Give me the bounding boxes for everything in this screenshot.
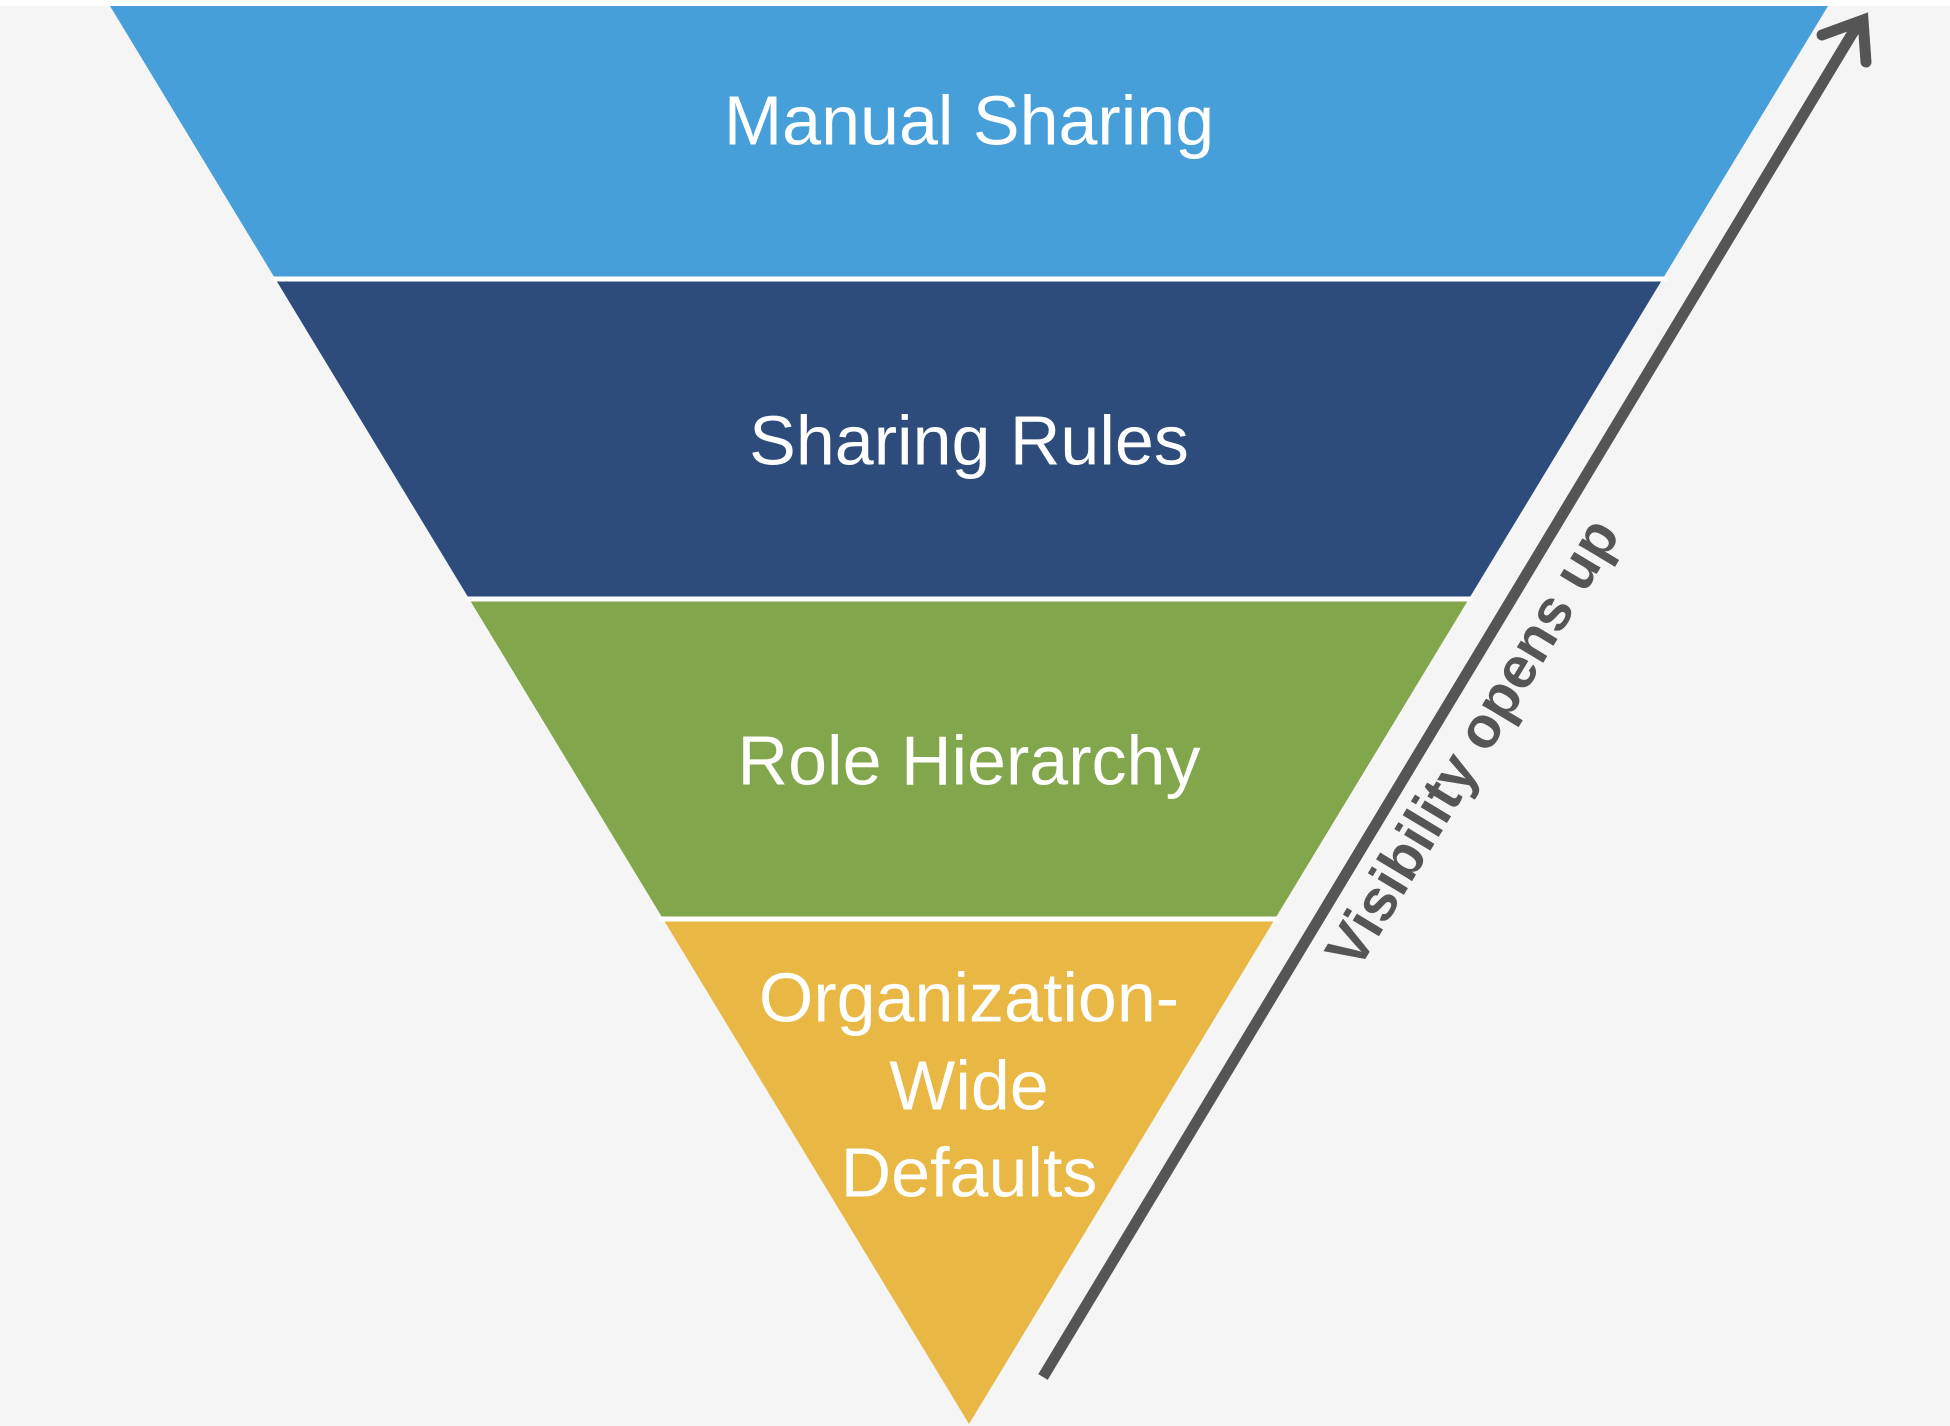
funnel-layer-label: Wide (889, 1046, 1048, 1124)
funnel-layer: Manual Sharing (110, 6, 1828, 279)
funnel-layer-shape (469, 599, 1469, 919)
arrow-shaft (1038, 21, 1863, 1380)
funnel-layer: Role Hierarchy (469, 599, 1469, 919)
funnel-layer-label: Manual Sharing (724, 81, 1214, 159)
funnel-layer-label: Organization- (759, 958, 1179, 1036)
arrow-head (1816, 12, 1872, 68)
funnel-layer-shape (663, 919, 1275, 1424)
funnel-layer-label: Defaults (841, 1133, 1098, 1211)
funnel-layer: Sharing Rules (275, 279, 1663, 599)
top-edge-line (0, 0, 1950, 6)
funnel-layer-shape (275, 279, 1663, 599)
funnel-layer-label: Sharing Rules (749, 401, 1189, 479)
funnel-layer-shape (110, 6, 1828, 279)
funnel-layer-label: Role Hierarchy (738, 721, 1201, 799)
